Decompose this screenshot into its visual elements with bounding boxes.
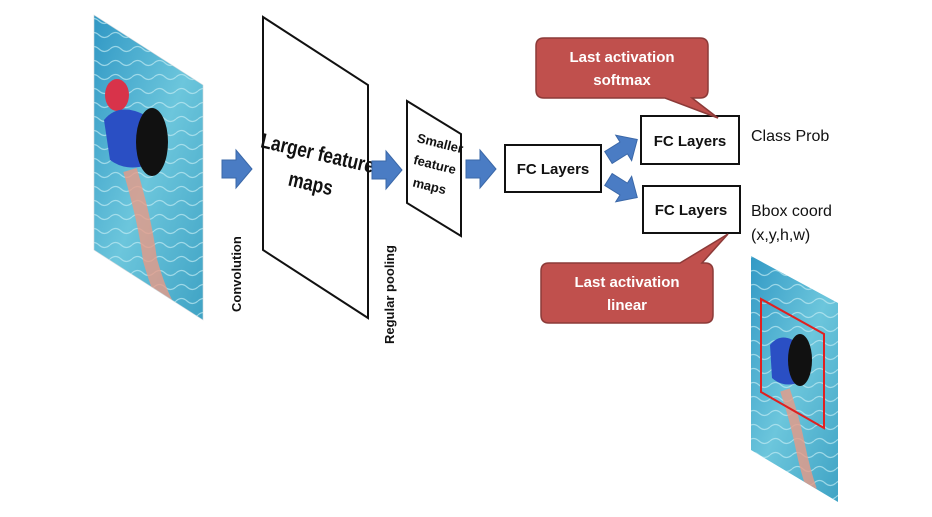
callout-softmax: Last activation softmax	[535, 37, 719, 119]
input-image-border	[93, 14, 204, 321]
arrow-icon	[371, 149, 403, 191]
convolution-label: Convolution	[229, 236, 244, 312]
larger-feature-maps	[262, 15, 369, 320]
callout-softmax-line2: softmax	[593, 72, 651, 89]
class-prob-label: Class Prob	[751, 128, 829, 145]
arrow-icon	[221, 148, 253, 190]
bbox-coord-label: Bbox coord	[751, 203, 832, 220]
fc-layers-bbox-label: FC Layers	[655, 202, 728, 219]
bounding-box-frame	[760, 297, 825, 430]
callout-linear-line1: Last activation	[574, 274, 679, 291]
arrow-icon	[465, 148, 497, 190]
fc-layers-class-box	[640, 115, 740, 165]
fc-layers-class-label: FC Layers	[654, 133, 727, 150]
fc-layers-main-box	[504, 144, 602, 193]
smaller-feature-maps	[406, 99, 462, 238]
arrow-down-icon	[604, 172, 638, 203]
arrow-up-icon	[604, 134, 638, 165]
callout-linear-line2: linear	[607, 297, 647, 314]
callout-linear: Last activation linear	[540, 233, 729, 324]
input-image	[94, 15, 203, 320]
fc-layers-bbox-box	[642, 185, 741, 234]
fc-layers-main-label: FC Layers	[517, 161, 590, 178]
bbox-coord-format: (x,y,h,w)	[751, 227, 810, 244]
callout-softmax-line1: Last activation	[569, 49, 674, 66]
regular-pooling-label: Regular pooling	[382, 245, 397, 344]
